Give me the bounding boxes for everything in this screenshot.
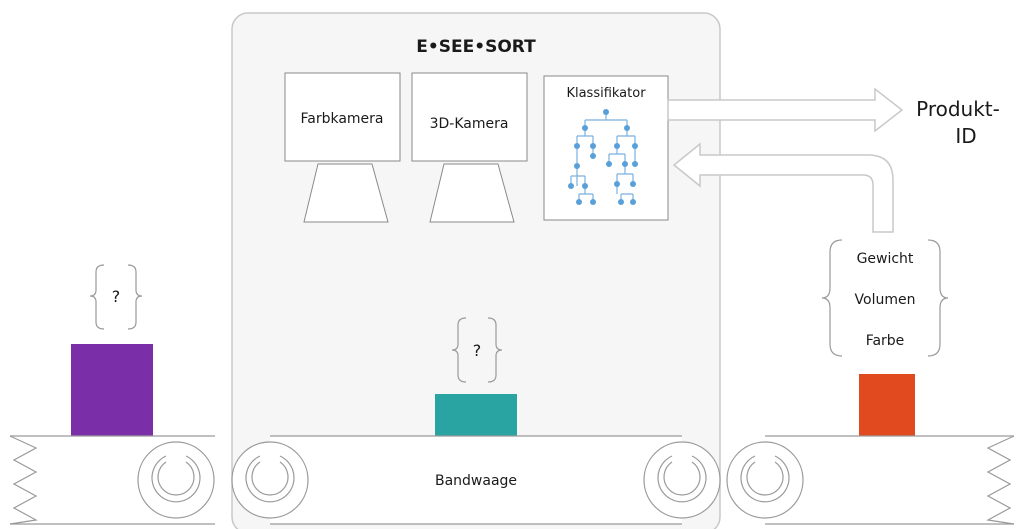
right-roller-icon [726,441,804,519]
scale-conveyor: Bandwaage [231,435,721,525]
product-id-line1: Produkt- [916,97,1000,121]
decision-tree-nodes [568,109,638,205]
3d-camera-lens [429,163,515,223]
left-question-mark: ? [112,287,121,306]
left-conveyor [9,435,215,525]
color-camera-lens [303,163,389,223]
property-color: Farbe [866,333,905,349]
left-roller-icon [137,441,215,519]
right-conveyor [726,435,1015,525]
sorted-package-right [859,374,915,436]
color-camera-label: Farbkamera [300,111,383,127]
3d-camera: 3D-Kamera [411,72,528,223]
classifier-label: Klassifikator [566,86,646,101]
left-unknown-marker: ? [89,264,143,330]
feedback-arrow [672,142,894,233]
properties-group: Gewicht Volumen Farbe [821,239,949,357]
output-arrow [667,87,904,133]
property-weight: Gewicht [857,251,914,267]
3d-camera-label: 3D-Kamera [430,116,509,132]
center-unknown-marker: ? [451,317,503,383]
scale-label: Bandwaage [435,473,517,489]
package-on-scale [435,394,517,436]
color-camera: Farbkamera [284,72,401,223]
property-volume: Volumen [855,292,916,308]
classifier-box: Klassifikator [543,75,669,221]
left-brace-icon [821,239,843,357]
system-title: E•SEE•SORT [416,37,536,57]
scale-right-roller-icon [643,441,721,519]
right-brace-icon [927,239,949,357]
unknown-package-left [71,344,153,436]
product-id-line2: ID [955,124,976,148]
center-question-mark: ? [473,341,482,360]
scale-left-roller-icon [231,441,309,519]
